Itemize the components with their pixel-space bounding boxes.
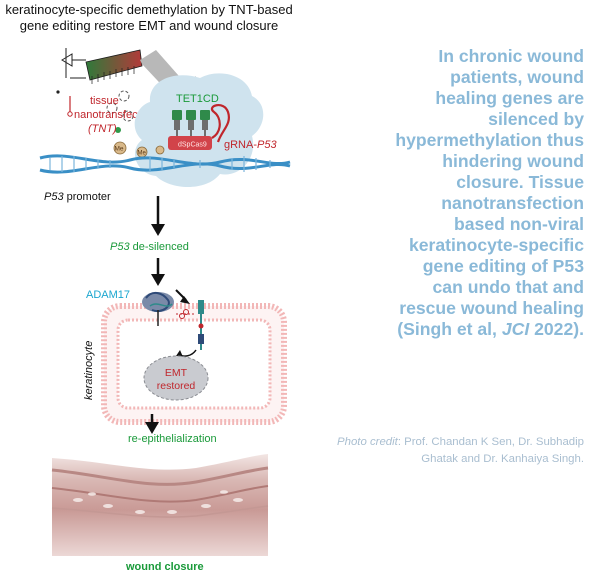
grna-label: gRNA-P53	[224, 139, 277, 151]
nucleus-icon	[143, 355, 209, 401]
nucleus-arrowhead	[176, 350, 183, 357]
keratinocyte-label: keratinocyte	[83, 341, 95, 400]
citation-prefix: (Singh et al,	[397, 319, 502, 339]
summary-line: can undo that and	[432, 277, 585, 297]
summary-line: hindering wound	[442, 151, 584, 171]
summary-line: nanotransfection	[441, 193, 584, 213]
reepithelialization-label: re-epithelialization	[128, 433, 217, 445]
summary-line: gene editing of P53	[422, 256, 584, 276]
promoter-label: P53 promoter	[44, 191, 111, 203]
photo-credit-label: Photo credit	[337, 436, 398, 448]
citation-suffix: 2022).	[529, 319, 584, 339]
summary-line: closure. Tissue	[456, 172, 584, 192]
dcas9-label: dSpCas9	[178, 142, 207, 149]
receptor-icon	[198, 300, 204, 350]
down-arrow-1	[151, 196, 165, 236]
summary-citation-line: (Singh et al, JCI 2022).	[318, 319, 584, 340]
skin-tissue-icon	[51, 454, 269, 556]
tnt-chip-icon	[56, 48, 143, 94]
tet1cd-label: TET1CD	[176, 93, 219, 105]
summary-line: rescue wound healing	[399, 298, 584, 318]
figure-title-line2: gene editing restore EMT and wound closu…	[19, 18, 279, 33]
photo-credit-line2: Ghatak and Dr. Kanhaiya Singh.	[421, 453, 584, 465]
dna-icon	[39, 154, 291, 174]
figure-title: keratinocyte-specific demethylation by T…	[4, 2, 294, 34]
wound-closure-label: wound closure	[125, 561, 204, 573]
photo-credit-names-1: : Prof. Chandan K Sen, Dr. Subhadip	[397, 436, 584, 448]
summary-line: based non-viral	[453, 214, 584, 234]
figure-title-line1: keratinocyte-specific demethylation by T…	[5, 2, 293, 17]
summary-line: patients, wound	[450, 67, 584, 87]
methyl-icon	[113, 141, 165, 158]
tnt-label-line2: nanotransfection	[74, 109, 155, 121]
summary-line: silenced by	[488, 109, 584, 129]
methyl-label-2: Me	[138, 151, 147, 157]
summary-line: keratinocyte-specific	[408, 235, 584, 255]
summary-text: In chronic wound patients, wound healing…	[318, 46, 584, 340]
adam17-protein-icon	[142, 292, 174, 326]
emt-label-line1: EMT	[165, 367, 188, 379]
methyl-label-1: Me	[115, 146, 124, 153]
emt-label-line2: restored	[157, 380, 196, 392]
desilenced-label: P53 de-silenced	[110, 241, 189, 253]
photo-credit-line1: Photo credit: Prof. Chandan K Sen, Dr. S…	[320, 434, 584, 451]
tnt-pointer-dot	[67, 111, 73, 117]
citation-journal: JCI	[501, 319, 530, 339]
photo-credit: Photo credit: Prof. Chandan K Sen, Dr. S…	[320, 434, 584, 468]
adam17-label: ADAM17	[86, 289, 130, 301]
down-arrow-2	[151, 258, 165, 286]
tnt-label-line1: tissue	[90, 95, 119, 107]
summary-line: hypermethylation thus	[395, 130, 584, 150]
tnt-label-abbrev: (TNT)	[88, 123, 117, 135]
summary-line: In chronic wound	[438, 46, 584, 66]
cas9-complex-icon	[168, 104, 230, 150]
summary-line: healing genes are	[435, 88, 584, 108]
scissors-icon	[175, 289, 196, 319]
down-arrow-3	[145, 414, 159, 434]
